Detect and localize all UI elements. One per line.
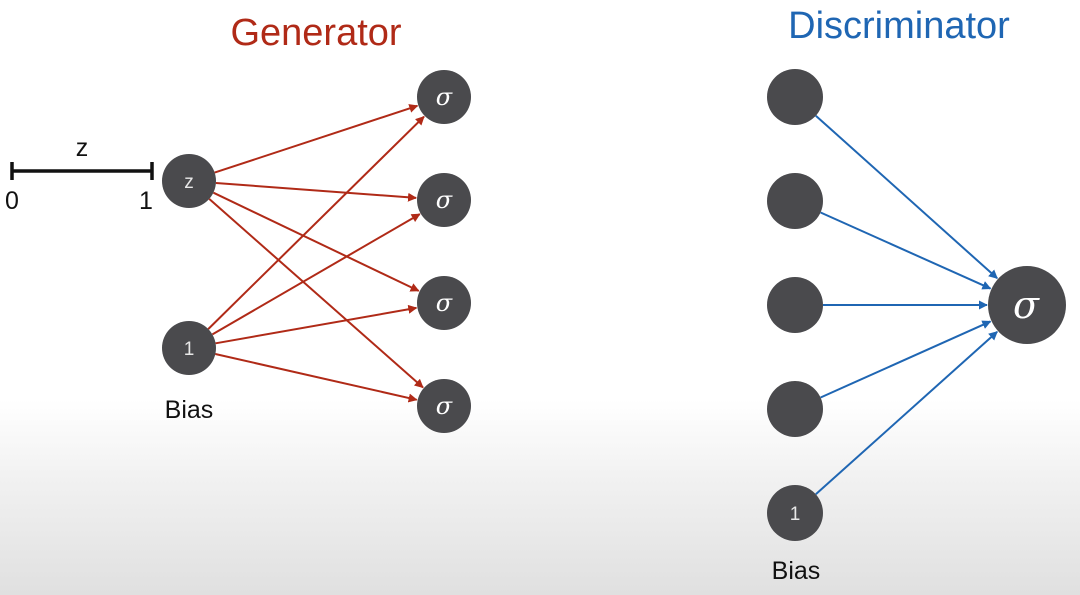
- generator-bias-node-label: 1: [184, 339, 195, 360]
- discriminator-bias-label: Bias: [772, 557, 821, 585]
- z-scale: [10, 162, 154, 180]
- discriminator-output-sigma: σ: [1013, 283, 1040, 327]
- discriminator-edge-input-1: [815, 114, 998, 280]
- z-scale-min-label: 0: [5, 187, 19, 215]
- discriminator-title: Discriminator: [788, 5, 1010, 47]
- discriminator-edge-bias: [815, 330, 998, 496]
- discriminator-input-node-2: [767, 173, 823, 229]
- discriminator-edge-input-4: [820, 320, 992, 399]
- generator-bias-node: [162, 321, 216, 375]
- generator-edge-z-to-output-3: [212, 191, 420, 292]
- generator-output-node-3: [417, 276, 471, 330]
- discriminator-edge-input-2: [820, 211, 992, 290]
- generator-output-sigma-2: σ: [436, 186, 453, 214]
- generator-input-node-label: z: [184, 172, 194, 193]
- generator-edge-bias-to-output-3: [215, 304, 418, 345]
- z-scale-max-label: 1: [139, 187, 153, 215]
- generator-output-sigma-4: σ: [436, 392, 453, 420]
- generator-edge-z-to-output-4: [208, 198, 424, 389]
- generator-edge-bias-to-output-1: [207, 115, 425, 330]
- generator-edge-bias-to-output-4: [215, 353, 418, 403]
- generator-output-node-1: [417, 70, 471, 124]
- discriminator-input-node-1: [767, 69, 823, 125]
- generator-edges: [207, 104, 425, 403]
- z-scale-label: z: [76, 134, 89, 162]
- generator-edge-z-to-output-2: [215, 182, 417, 202]
- discriminator-edges: [815, 114, 998, 496]
- generator-output-node-4: [417, 379, 471, 433]
- generator-input-node: [162, 154, 216, 208]
- generator-bias-label: Bias: [165, 396, 214, 424]
- generator-edge-z-to-output-1: [214, 104, 419, 174]
- generator-output-sigma-1: σ: [436, 83, 453, 111]
- discriminator-input-node-4: [767, 381, 823, 437]
- generator-title: Generator: [230, 12, 401, 54]
- discriminator-bias-node: [767, 485, 823, 541]
- discriminator-output-node: [988, 266, 1066, 344]
- generator-output-sigma-3: σ: [436, 289, 453, 317]
- discriminator-input-node-3: [767, 277, 823, 333]
- discriminator-bias-node-label: 1: [790, 504, 801, 525]
- generator-output-node-2: [417, 173, 471, 227]
- generator-edge-bias-to-output-2: [211, 213, 421, 336]
